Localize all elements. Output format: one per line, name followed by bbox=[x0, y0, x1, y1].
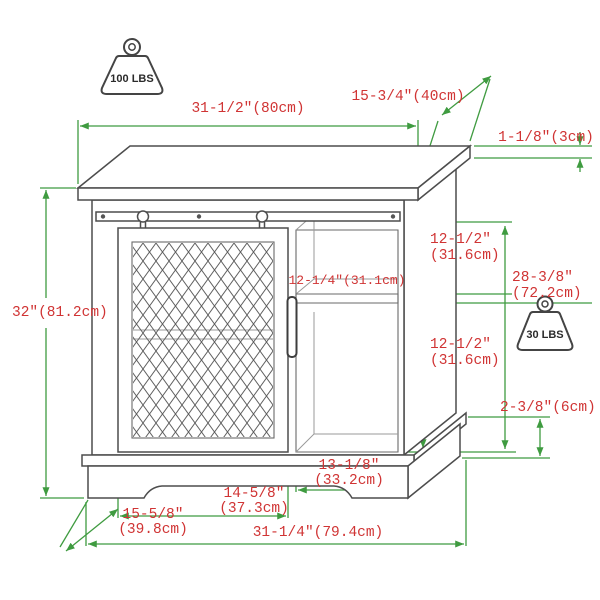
rail-bar bbox=[95, 211, 401, 222]
rail-bolt-middle bbox=[196, 214, 202, 219]
label-door-width-1: 14-5/8″ bbox=[224, 486, 285, 502]
open-shelves bbox=[295, 213, 399, 453]
cabinet-right-side bbox=[403, 156, 457, 457]
label-opening-width-1: 13-1/8″ bbox=[319, 458, 380, 474]
label-inner-width: 12-1/4″(31.1cm) bbox=[288, 273, 405, 288]
dim-top-thickness bbox=[474, 132, 592, 172]
door-handle bbox=[286, 296, 298, 358]
weight-body-icon bbox=[516, 311, 574, 351]
base-skirt-front bbox=[87, 465, 409, 499]
dim-base-depth bbox=[59, 499, 119, 552]
weight-capacity-top: 100 LBS bbox=[100, 38, 164, 95]
label-opening-width-2: (33.2cm) bbox=[314, 473, 384, 489]
label-top-thickness: 1-1/8″(3cm) bbox=[498, 130, 594, 146]
weight-body-icon bbox=[100, 55, 164, 95]
cabinet-base bbox=[81, 411, 467, 500]
label-top-depth: 15-3/4″(40cm) bbox=[351, 89, 464, 105]
label-left-height: 32″(81.2cm) bbox=[12, 305, 108, 321]
label-door-width-2: (37.3cm) bbox=[219, 501, 289, 517]
label-side-height-1: 28-3/8″ bbox=[512, 270, 573, 286]
rail-bolt-right bbox=[390, 214, 396, 219]
label-upper-opening-2: (31.6cm) bbox=[430, 248, 500, 264]
door-roller-right bbox=[255, 210, 269, 223]
shelf-opening bbox=[295, 229, 399, 453]
rail-bolt-left bbox=[100, 214, 106, 219]
label-lower-opening-1: 12-1/2″ bbox=[430, 337, 491, 353]
cabinet-drawing bbox=[75, 144, 473, 500]
label-side-height-2: (72.2cm) bbox=[512, 286, 582, 302]
label-upper-opening-1: 12-1/2″ bbox=[430, 232, 491, 248]
dim-left-height bbox=[40, 187, 84, 499]
door-mesh bbox=[133, 243, 273, 437]
dim-base-height bbox=[462, 416, 550, 459]
door-frame-inner bbox=[131, 241, 275, 439]
label-weight-top: 100 LBS bbox=[110, 73, 153, 85]
weight-capacity-side: 30 LBS bbox=[516, 295, 574, 351]
cabinet-top bbox=[75, 144, 473, 202]
label-base-depth-2: (39.8cm) bbox=[118, 522, 188, 538]
sliding-door-rail bbox=[95, 211, 401, 222]
top-surface bbox=[75, 145, 473, 189]
label-lower-opening-2: (31.6cm) bbox=[430, 353, 500, 369]
label-top-width: 31-1/2″(80cm) bbox=[191, 101, 304, 117]
label-base-depth-1: 15-5/8″ bbox=[123, 507, 184, 523]
sliding-door bbox=[117, 210, 298, 453]
label-bottom-width: 31-1/4″(79.4cm) bbox=[253, 525, 384, 541]
door-roller-left bbox=[136, 210, 150, 223]
dimension-labels: 31-1/2″(80cm) 15-3/4″(40cm) 1-1/8″(3cm) … bbox=[12, 89, 596, 541]
label-base-height: 2-3/8″(6cm) bbox=[500, 400, 596, 416]
top-front-edge bbox=[77, 187, 419, 201]
label-weight-side: 30 LBS bbox=[526, 329, 563, 341]
